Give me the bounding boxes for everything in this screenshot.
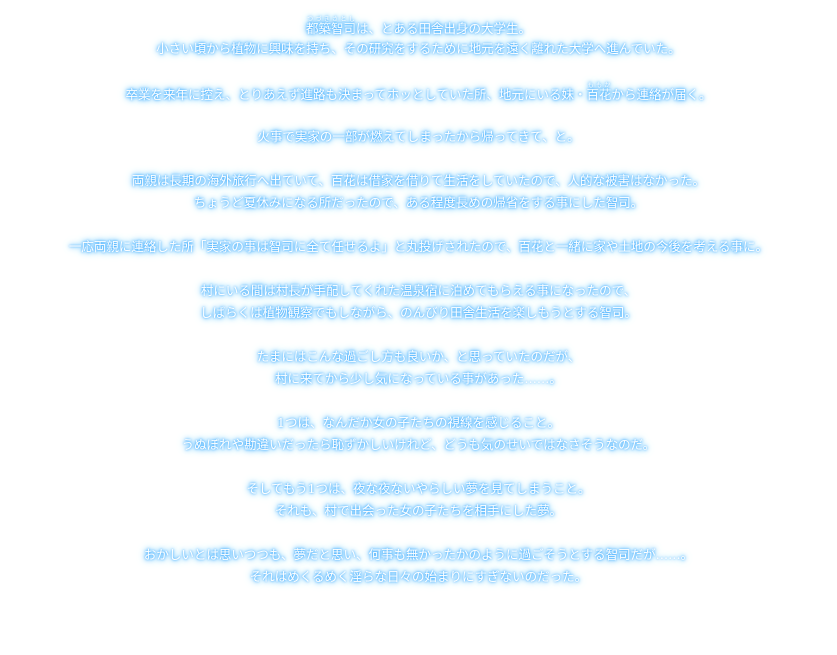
paragraph-intro: 都築智司つづきさとしは、とある田舎出身の大学生。 小さい頃から植物に興味を持ち、…: [0, 16, 837, 60]
intro-line-1: 都築智司つづきさとしは、とある田舎出身の大学生。: [305, 16, 532, 37]
protagonist-name-reading: つづきさとし: [305, 16, 356, 23]
parents-line-2: ちょうど夏休みになる所だったので、ある程度長めの帰省をする事にした智司。: [193, 195, 644, 210]
concern-line-2: 村に来てから少し気になっている事があった……。: [275, 371, 562, 386]
paragraph-contact-parents: 一応両親に連絡した所「実家の事は智司に全て任せるよ」と丸投げされたので、百花と一…: [0, 236, 837, 258]
paragraph-fire: 火事で実家の一部が燃えてしまったから帰ってきて、と。: [0, 126, 837, 148]
ending-line-2: それはめくるめく淫らな日々の始まりにすぎないのだった。: [249, 569, 588, 584]
sister-name: 百花ももか: [586, 82, 612, 103]
intro-line-2: 小さい頃から植物に興味を持ち、その研究をするために地元を遠く離れた大学へ進んでい…: [156, 41, 681, 56]
concern-line-1: たまにはこんな過ごし方も良いか、と思っていたのだが、: [256, 349, 581, 364]
contact-parents-line: 一応両親に連絡した所「実家の事は智司に全て任せるよ」と丸投げされたので、百花と一…: [68, 239, 769, 254]
paragraph-concern: たまにはこんな過ごし方も良いか、と思っていたのだが、 村に来てから少し気になって…: [0, 346, 837, 390]
fire-line: 火事で実家の一部が燃えてしまったから帰ってきて、と。: [257, 129, 580, 144]
second-concern-line-2: それも、村で出会った女の子たちを相手にした夢。: [274, 503, 563, 518]
paragraph-parents: 両親は長期の海外旅行へ出ていて、百花は借家を借りて生活をしていたので、人的な被害…: [0, 170, 837, 214]
paragraph-second-concern: そしてもう1つは、夜な夜ないやらしい夢を見てしまうこと。 それも、村で出会った女…: [0, 478, 837, 522]
first-concern-line-2: うぬぼれや勘違いだったら恥ずかしいけれど、どうも気のせいではなさそうなのだ。: [181, 437, 656, 452]
parents-line-1: 両親は長期の海外旅行へ出ていて、百花は借家を借りて生活をしていたので、人的な被害…: [131, 173, 706, 188]
protagonist-name: 都築智司つづきさとし: [305, 16, 356, 37]
ending-line-1: おかしいとは思いつつも、夢だと思い、何事も無かったかのように過ごそうとする智司だ…: [143, 547, 694, 562]
paragraph-village-stay: 村にいる間は村長が手配してくれた温泉宿に泊めてもらえる事になったので、 しばらく…: [0, 280, 837, 324]
sister-contact-line: 卒業を来年に控え、とりあえず進路も決まってホッとしていた所、地元にいる妹・百花も…: [125, 82, 712, 103]
paragraph-ending: おかしいとは思いつつも、夢だと思い、何事も無かったかのように過ごそうとする智司だ…: [0, 544, 837, 588]
sister-name-reading: ももか: [586, 82, 612, 89]
paragraph-sister-contact: 卒業を来年に控え、とりあえず進路も決まってホッとしていた所、地元にいる妹・百花も…: [0, 82, 837, 104]
first-concern-line-1: 1つは、なんだか女の子たちの視線を感じること。: [277, 415, 560, 430]
village-stay-line-2: しばらくは植物観察でもしながら、のんびり田舎生活を楽しもうとする智司。: [200, 305, 637, 320]
paragraph-first-concern: 1つは、なんだか女の子たちの視線を感じること。 うぬぼれや勘違いだったら恥ずかし…: [0, 412, 837, 456]
village-stay-line-1: 村にいる間は村長が手配してくれた温泉宿に泊めてもらえる事になったので、: [200, 283, 637, 298]
second-concern-line-1: そしてもう1つは、夜な夜ないやらしい夢を見てしまうこと。: [246, 481, 591, 496]
